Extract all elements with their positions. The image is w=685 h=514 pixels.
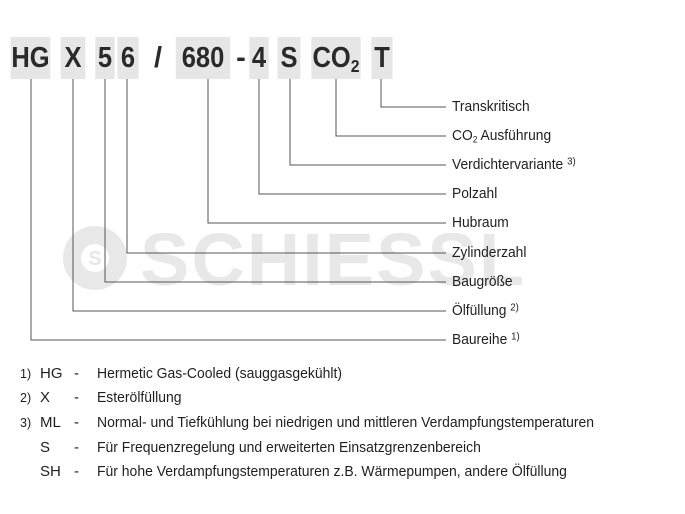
code-segment-5: 5 — [95, 37, 115, 79]
code-slash: / — [153, 42, 163, 74]
footnote-text: Esterölfüllung — [97, 389, 182, 406]
footnote-marker: 3) — [20, 416, 32, 430]
label-baugroesse: Baugröße — [452, 273, 513, 290]
footnote-text: Hermetic Gas-Cooled (sauggasgekühlt) — [97, 365, 343, 382]
footnote-text: Normal- und Tiefkühlung bei niedrigen un… — [97, 414, 595, 431]
label-baureihe-footnote: 1) — [511, 330, 520, 343]
footnote-marker: 1) — [20, 367, 32, 381]
label-transkritisch: Transkritisch — [452, 98, 530, 115]
code-segment-6: 6 — [117, 37, 139, 79]
label-verdichtervariante-text: Verdichtervariante — [452, 156, 564, 173]
code-segment-680: 680 — [175, 37, 231, 79]
footnote-abbr: S — [40, 439, 51, 456]
code-segment-x: X — [60, 37, 86, 79]
footnote-dash: - — [74, 439, 79, 456]
co2-main-text: CO — [312, 42, 351, 74]
label-oelfuellung-footnote: 2) — [510, 301, 519, 314]
footnote-abbr: SH — [40, 463, 61, 480]
footnote-text: Für Frequenzregelung und erweiterten Ein… — [97, 439, 481, 456]
footnote-dash: - — [74, 389, 79, 406]
connector-baugroesse — [104, 79, 446, 283]
connector-oelfuellung — [72, 79, 446, 312]
footnote-dash: - — [74, 414, 79, 431]
label-co2-rest: Ausführung — [477, 127, 552, 144]
label-co2-ausfuehrung: CO2 Ausführung — [452, 127, 551, 145]
connector-polzahl — [258, 79, 446, 195]
footnote-dash: - — [74, 365, 79, 382]
code-segment-hg: HG — [10, 37, 51, 79]
code-segment-t: T — [371, 37, 393, 79]
footnote-text: Für hohe Verdampfungstemperaturen z.B. W… — [97, 463, 567, 480]
code-segment-co2: CO2 — [311, 37, 361, 79]
label-zylinderzahl: Zylinderzahl — [452, 244, 527, 261]
label-hubraum: Hubraum — [452, 214, 509, 231]
label-oelfuellung-text: Ölfüllung — [452, 302, 507, 319]
code-segment-4: 4 — [249, 37, 269, 79]
label-co2-subscript: 2 — [472, 134, 478, 145]
footnote-dash: - — [74, 463, 79, 480]
footnote-abbr: ML — [40, 414, 61, 431]
co2-subscript: 2 — [350, 56, 360, 77]
code-dash: - — [236, 42, 246, 74]
code-segment-s: S — [277, 37, 301, 79]
label-co2-main: CO — [452, 127, 473, 144]
footnote-abbr: X — [40, 389, 51, 406]
label-baureihe: Baureihe 1) — [452, 331, 520, 349]
footnote-marker: 2) — [20, 391, 32, 405]
label-baureihe-text: Baureihe — [452, 331, 508, 348]
connector-hubraum — [207, 79, 446, 224]
connector-baureihe — [30, 79, 446, 341]
label-verdichtervariante-footnote: 3) — [567, 155, 576, 168]
connector-zylinderzahl — [126, 79, 446, 254]
label-oelfuellung: Ölfüllung 2) — [452, 302, 519, 320]
footnote-abbr: HG — [40, 365, 63, 382]
label-verdichtervariante: Verdichtervariante 3) — [452, 156, 576, 174]
connector-verdichtervariante — [289, 79, 446, 166]
connector-transkritisch — [380, 79, 446, 108]
label-polzahl: Polzahl — [452, 185, 498, 202]
connector-co2 — [335, 79, 446, 137]
